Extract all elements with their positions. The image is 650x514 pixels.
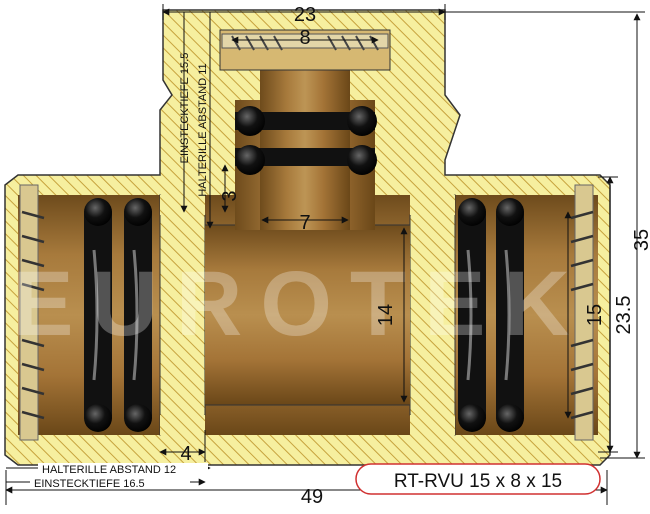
label-insertion-depth-branch: EINSTECKTIEFE 15.5 — [179, 53, 191, 164]
dim-branch-bore: 7 — [299, 212, 310, 234]
label-groove-distance-branch: HALTERILLE ABSTAND 11 — [197, 63, 209, 196]
watermark: EUROTEK — [12, 253, 588, 355]
label-groove-distance-main: HALTERILLE ABSTAND 12 — [42, 464, 176, 476]
dim-branch-inner: 8 — [299, 27, 310, 49]
product-label: RT-RVU 15 x 8 x 15 — [394, 471, 562, 492]
dim-groove-offset: 3 — [219, 190, 241, 201]
left-clip — [19, 184, 45, 441]
dim-total-length: 49 — [301, 486, 323, 508]
dim-top-width: 23 — [294, 4, 316, 26]
dimension-lines — [5, 4, 645, 505]
label-insertion-depth-main: EINSTECKTIEFE 16.5 — [34, 478, 145, 490]
dim-main-bore: 14 — [375, 304, 397, 326]
left-o-rings — [84, 198, 152, 432]
dim-main-inner: 15 — [584, 304, 606, 326]
branch-o-rings — [235, 106, 377, 175]
product-label-box — [355, 463, 601, 495]
dim-outer-body: 23.5 — [613, 296, 635, 335]
dim-step: 4 — [180, 443, 191, 465]
right-clip — [570, 184, 594, 441]
dim-total-height: 35 — [631, 229, 650, 251]
right-o-rings — [458, 198, 524, 432]
